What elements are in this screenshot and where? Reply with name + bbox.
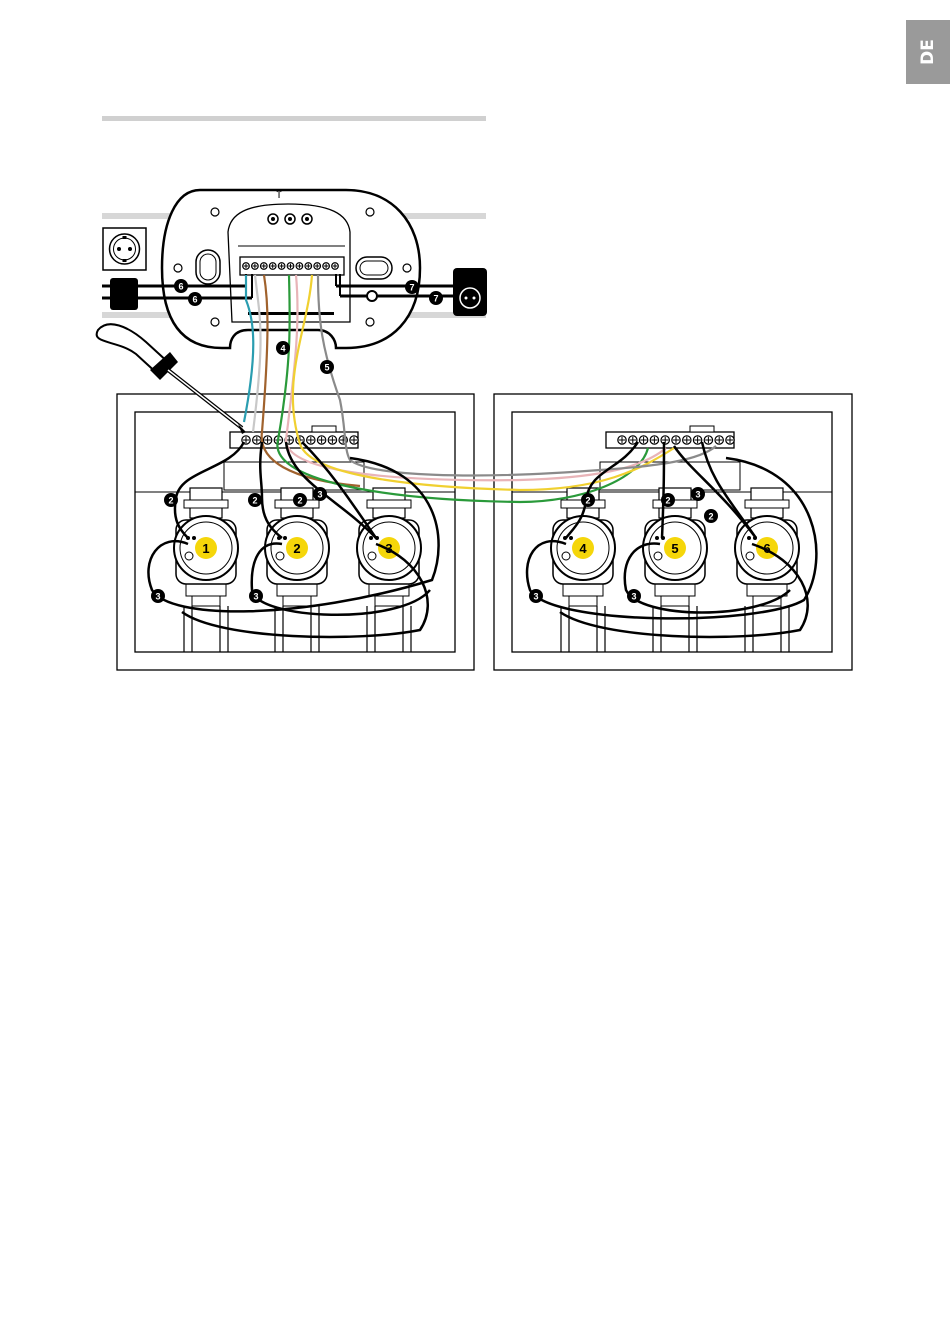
callout-number: 7: [433, 294, 438, 304]
terminal-screw: [650, 436, 658, 444]
valve-number-label: 4: [579, 541, 587, 556]
terminal-screw: [332, 263, 339, 270]
callout-number: 2: [665, 496, 670, 506]
terminal-screw: [243, 263, 250, 270]
callout-number: 2: [252, 496, 257, 506]
terminal-screw: [314, 263, 321, 270]
terminal-screw: [261, 263, 268, 270]
terminal-screw: [305, 263, 312, 270]
valve-number-label: 2: [293, 541, 300, 556]
callout-number: 3: [695, 490, 700, 500]
callout-number: 6: [192, 295, 197, 305]
plug-icon: [110, 278, 138, 310]
callout-3: 3: [627, 589, 641, 603]
terminal-screw: [278, 263, 285, 270]
terminal-screw: [726, 436, 734, 444]
callout-7: 7: [429, 291, 443, 305]
callout-number: 6: [178, 282, 183, 292]
callout-number: 3: [317, 490, 322, 500]
terminal-screw: [639, 436, 647, 444]
up-arrow-indicator: ↑: [274, 187, 284, 201]
callout-3: 3: [313, 487, 327, 501]
terminal-screw: [715, 436, 723, 444]
terminal-screw: [296, 263, 303, 270]
callout-3: 3: [151, 589, 165, 603]
callout-6: 6: [174, 279, 188, 293]
callout-2: 2: [164, 493, 178, 507]
callout-number: 3: [155, 592, 160, 602]
callout-number: 3: [253, 592, 258, 602]
callout-number: 3: [631, 592, 636, 602]
callout-3: 3: [691, 487, 705, 501]
callout-5: 5: [320, 360, 334, 374]
controller-terminal-strip: [240, 257, 344, 275]
callout-2: 2: [704, 509, 718, 523]
power-adapter-icon: [453, 268, 487, 316]
terminal-screw: [350, 436, 358, 444]
terminal-screw: [269, 263, 276, 270]
callout-number: 4: [280, 344, 285, 354]
callout-4: 4: [276, 341, 290, 355]
callout-number: 2: [297, 496, 302, 506]
terminal-screw: [263, 436, 271, 444]
terminal-screw: [323, 263, 330, 270]
callout-2: 2: [293, 493, 307, 507]
valve-number-label: 1: [202, 541, 209, 556]
callout-3: 3: [249, 589, 263, 603]
terminal-screw: [252, 263, 259, 270]
callout-7: 7: [405, 280, 419, 294]
terminal-screw: [683, 436, 691, 444]
callout-2: 2: [248, 493, 262, 507]
callout-number: 2: [168, 496, 173, 506]
page-rule: [102, 116, 486, 121]
wall-socket-icon: [103, 228, 146, 270]
terminal-screw: [618, 436, 626, 444]
callout-number: 7: [409, 283, 414, 293]
terminal-screw: [317, 436, 325, 444]
callout-2: 2: [661, 493, 675, 507]
terminal-screw: [287, 263, 294, 270]
terminal-screw: [328, 436, 336, 444]
callout-number: 2: [585, 496, 590, 506]
callout-number: 2: [708, 512, 713, 522]
callout-number: 3: [533, 592, 538, 602]
callout-6: 6: [188, 292, 202, 306]
terminal-screw: [629, 436, 637, 444]
terminal-screw: [672, 436, 680, 444]
callout-number: 5: [324, 363, 329, 373]
callout-3: 3: [529, 589, 543, 603]
terminal-screw: [253, 436, 261, 444]
terminal-screw: [704, 436, 712, 444]
callout-2: 2: [581, 493, 595, 507]
terminal-screw: [307, 436, 315, 444]
terminal-screw: [693, 436, 701, 444]
valve-number-label: 5: [671, 541, 678, 556]
